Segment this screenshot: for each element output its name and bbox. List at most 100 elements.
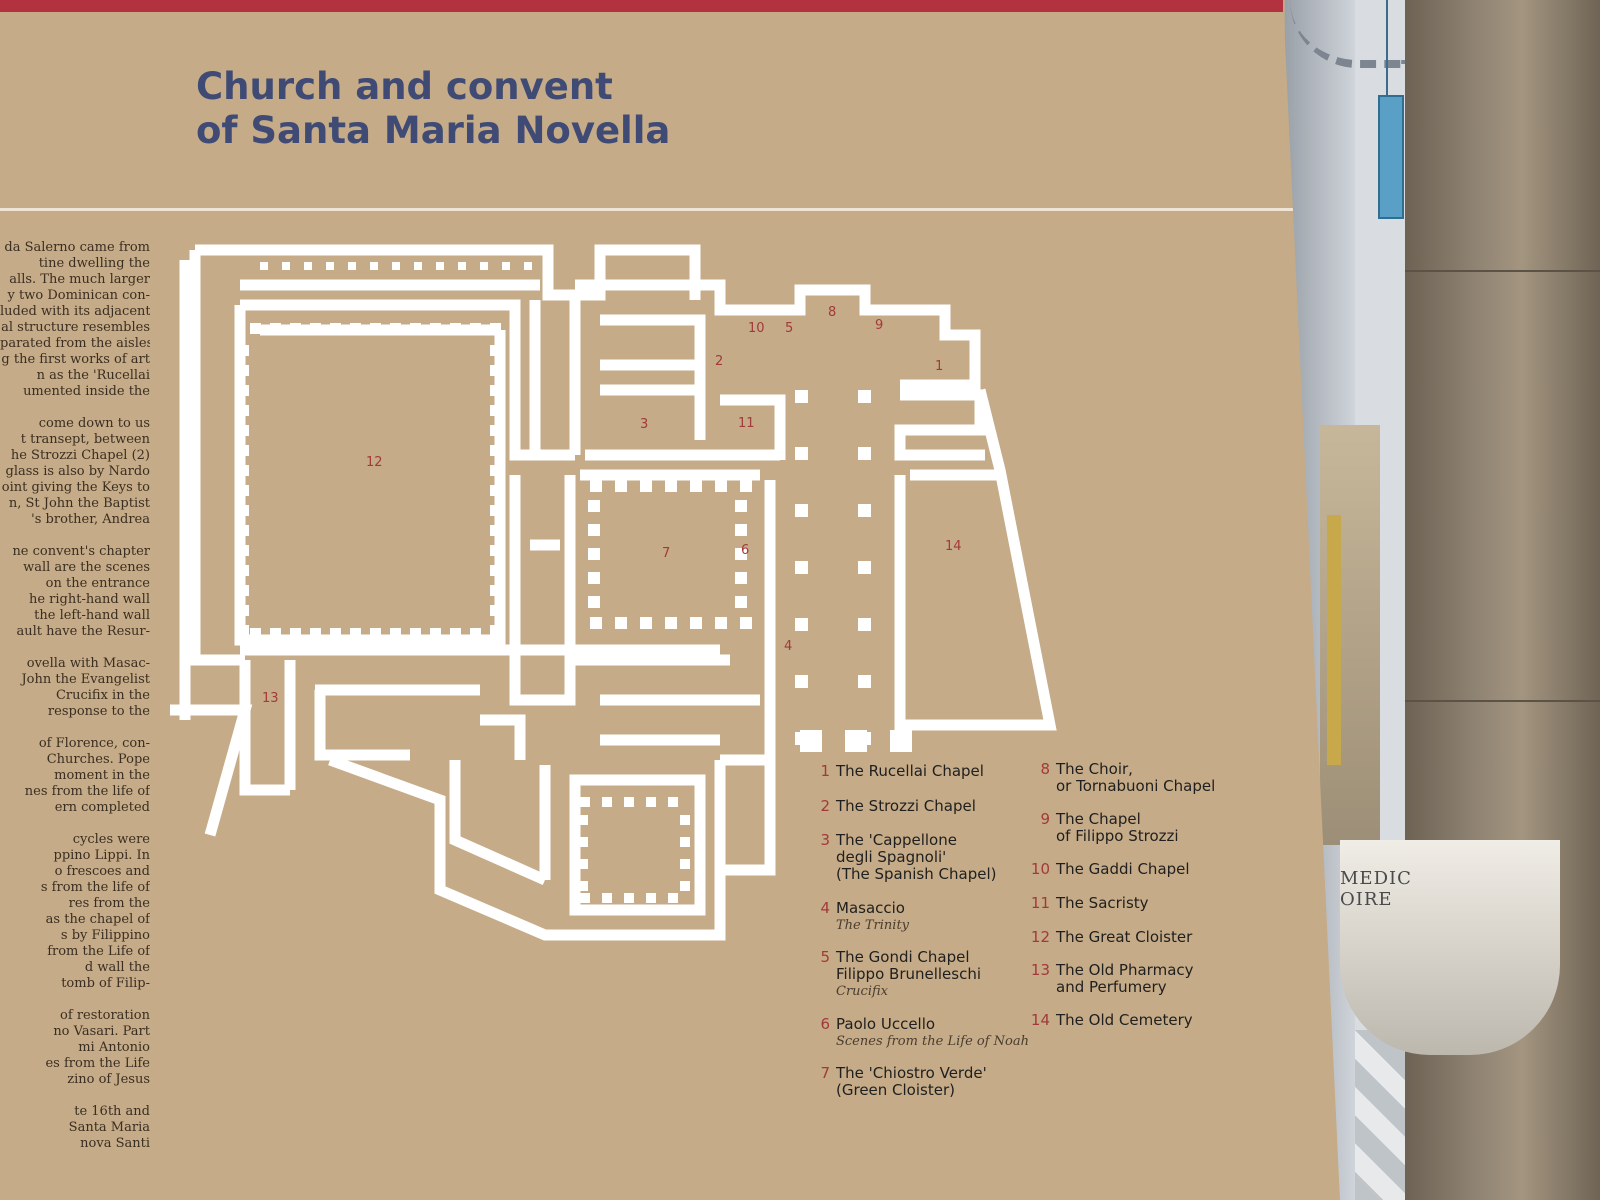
pillar <box>490 445 501 456</box>
pillar <box>858 504 871 517</box>
pillar <box>436 262 444 270</box>
pillar <box>490 345 501 356</box>
pillar <box>624 893 634 903</box>
plan-pillars <box>238 262 912 903</box>
intro-text-line: oint giving the Keys to <box>1 480 150 495</box>
pillar <box>735 596 747 608</box>
plan-label-5: 5 <box>785 321 793 336</box>
pillar <box>238 505 249 516</box>
pillar <box>665 480 677 492</box>
intro-text-line: d wall the <box>84 960 150 975</box>
intro-text-line: of restoration <box>60 1008 150 1023</box>
pillar <box>668 893 678 903</box>
legend-label: The 'Cappellone <box>836 831 957 849</box>
lamp-wire <box>1386 0 1388 95</box>
sign-title: Church and convent of Santa Maria Novell… <box>196 65 670 153</box>
pillar <box>390 628 401 639</box>
pillar <box>580 797 590 807</box>
pillar <box>238 585 249 596</box>
pillar <box>490 485 501 496</box>
pillar <box>490 425 501 436</box>
pillar <box>310 323 321 334</box>
intro-text-line: parated from the aisles <box>0 336 150 351</box>
plan-label-1: 1 <box>935 359 943 374</box>
intro-text-line: Santa Maria <box>68 1120 150 1135</box>
pillar <box>326 262 334 270</box>
pillar <box>715 617 727 629</box>
pillar <box>588 524 600 536</box>
intro-text-line: alls. The much larger <box>9 272 150 287</box>
pillar <box>330 323 341 334</box>
pillar <box>640 480 652 492</box>
intro-text-line: luded with its adjacent <box>0 304 150 319</box>
pillar <box>735 500 747 512</box>
pillar <box>845 730 867 752</box>
pillar <box>490 545 501 556</box>
legend-label: Filippo Brunelleschi <box>836 965 982 983</box>
pillar <box>795 561 808 574</box>
pillar <box>680 859 690 869</box>
legend-label: The Great Cloister <box>1056 928 1193 946</box>
plan-label-9: 9 <box>875 318 883 333</box>
legend-number: 11 <box>1030 894 1050 912</box>
pillar <box>238 365 249 376</box>
intro-text-line: tomb of Filip- <box>61 976 150 991</box>
pillar <box>578 859 588 869</box>
hanging-lamp <box>1378 95 1404 219</box>
pillar <box>490 505 501 516</box>
intro-text-line: the left-hand wall <box>34 608 150 623</box>
pillar <box>646 893 656 903</box>
intro-text-line: he Strozzi Chapel (2) <box>10 448 150 463</box>
plan-walls <box>170 244 1057 941</box>
intro-text-line <box>0 1088 150 1104</box>
pillar <box>490 323 501 334</box>
intro-text-line: moment in the <box>54 768 150 783</box>
font-inscription: MEDIC OIRE <box>1340 868 1412 910</box>
intro-text-line: cycles were <box>72 832 150 847</box>
pillar <box>238 565 249 576</box>
pillar <box>646 797 656 807</box>
intro-text-line: ault have the Resur- <box>16 624 151 639</box>
pillar <box>524 262 532 270</box>
legend-number: 7 <box>820 1064 830 1082</box>
intro-text-line: come down to us <box>38 416 150 431</box>
column-seam <box>1405 700 1600 702</box>
pillar <box>270 628 281 639</box>
intro-text-line: nes from the life of <box>24 784 150 799</box>
pillar <box>238 405 249 416</box>
intro-text-line: ern completed <box>54 800 150 815</box>
pillar <box>330 628 341 639</box>
pillar <box>290 323 301 334</box>
legend-label: degli Spagnoli' <box>836 848 947 866</box>
pillar <box>238 345 249 356</box>
sign-top-band <box>0 0 1283 12</box>
pillar <box>238 465 249 476</box>
pillar <box>735 572 747 584</box>
pillar <box>858 447 871 460</box>
legend-label: The Gaddi Chapel <box>1056 860 1190 878</box>
intro-text-line: s from the life of <box>40 880 150 895</box>
pillar <box>270 323 281 334</box>
legend-label: of Filippo Strozzi <box>1056 827 1179 845</box>
intro-text-line: n, St John the Baptist <box>8 496 150 511</box>
intro-text-line: n as the 'Rucellai <box>36 368 150 383</box>
plan-label-7: 7 <box>662 546 670 561</box>
pillar <box>490 605 501 616</box>
pillar <box>304 262 312 270</box>
plan-label-4: 4 <box>784 639 792 654</box>
pillar <box>470 628 481 639</box>
pillar <box>430 323 441 334</box>
pillar <box>858 675 871 688</box>
pillar <box>590 480 602 492</box>
pillar <box>410 323 421 334</box>
pillar <box>310 628 321 639</box>
pillar <box>795 504 808 517</box>
plan-label-14: 14 <box>945 539 962 554</box>
